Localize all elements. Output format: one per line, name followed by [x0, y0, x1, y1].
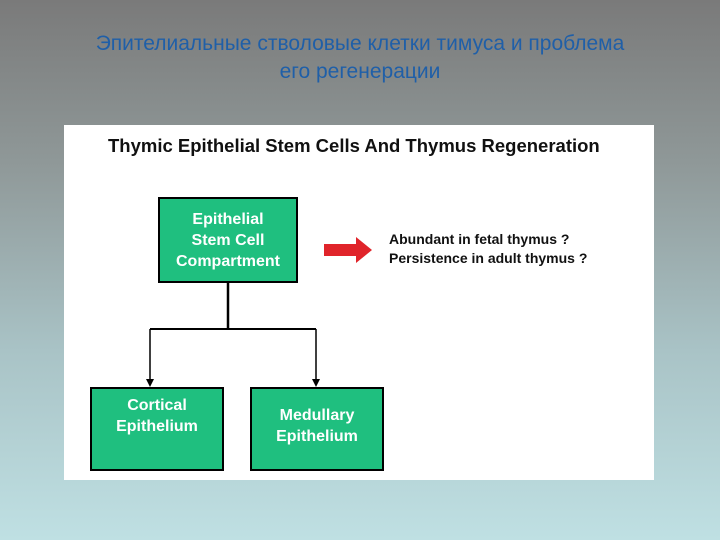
diagram-title: Thymic Epithelial Stem Cells And Thymus … — [108, 135, 600, 156]
slide-title-line-2: его регенерации — [279, 60, 441, 83]
slide-title-line-1: Эпителиальные стволовые клетки тимуса и … — [95, 32, 625, 55]
slide-title: Эпителиальные стволовые клетки тимуса и … — [30, 30, 690, 86]
cortical-arrowhead — [146, 379, 154, 387]
note-line-fetal: Abundant in fetal thymus ? — [389, 231, 570, 247]
connector-lines — [146, 237, 372, 387]
medullary-epithelium-box: Medullary Epithelium — [250, 387, 384, 471]
stem-cell-compartment-label: Epithelial Stem Cell Compartment — [175, 210, 280, 270]
stem-cell-compartment-box: Epithelial Stem Cell Compartment — [158, 197, 298, 283]
diagram-panel: Thymic Epithelial Stem Cells And Thymus … — [64, 125, 654, 480]
red-arrow-icon — [324, 237, 372, 263]
note-line-adult: Persistence in adult thymus ? — [389, 250, 588, 266]
cortical-epithelium-label: Cortical Epithelium — [116, 397, 198, 435]
cortical-epithelium-box: Cortical Epithelium — [90, 387, 224, 471]
medullary-epithelium-label: Medullary Epithelium — [276, 407, 358, 445]
persistence-note: Abundant in fetal thymus ? Persistence i… — [389, 230, 587, 268]
medullary-arrowhead — [312, 379, 320, 387]
